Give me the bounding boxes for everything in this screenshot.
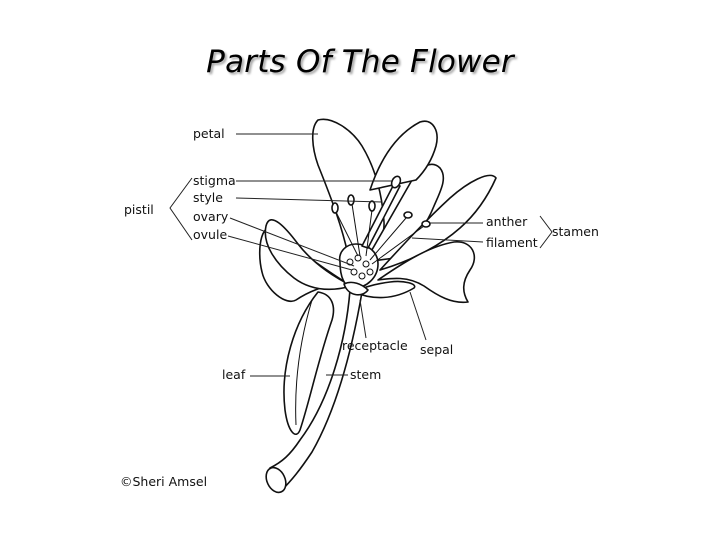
label-stigma: stigma (193, 173, 236, 188)
receptacle-line (359, 299, 367, 339)
label-leaf: leaf (222, 367, 246, 382)
petal-front-left (264, 219, 353, 291)
label-style: style (193, 190, 223, 205)
credit-text: ©Sheri Amsel (120, 474, 208, 489)
label-pistil: pistil (124, 202, 154, 217)
style-line (235, 197, 383, 203)
petal-top (311, 118, 385, 266)
label-receptacle: receptacle (342, 338, 408, 353)
pistil-bracket (169, 177, 193, 241)
label-petal: petal (193, 126, 225, 141)
leaf-shape (283, 291, 335, 435)
filament-line (411, 237, 484, 243)
ovule-line (227, 235, 353, 271)
sepal-line (409, 291, 427, 341)
label-stem: stem (350, 367, 382, 382)
label-stamen: stamen (552, 224, 599, 239)
receptacle-shape (343, 281, 369, 296)
label-ovary: ovary (193, 209, 229, 224)
label-sepal: sepal (420, 342, 454, 357)
stamen-bracket (539, 215, 553, 249)
page-title: Parts Of The Flower (206, 44, 514, 80)
label-filament: filament (486, 235, 538, 250)
sepal-shape (353, 280, 416, 299)
label-anther: anther (486, 214, 528, 229)
petal-lower-right (377, 241, 476, 304)
label-ovule: ovule (193, 227, 228, 242)
ovary-line (229, 217, 355, 267)
